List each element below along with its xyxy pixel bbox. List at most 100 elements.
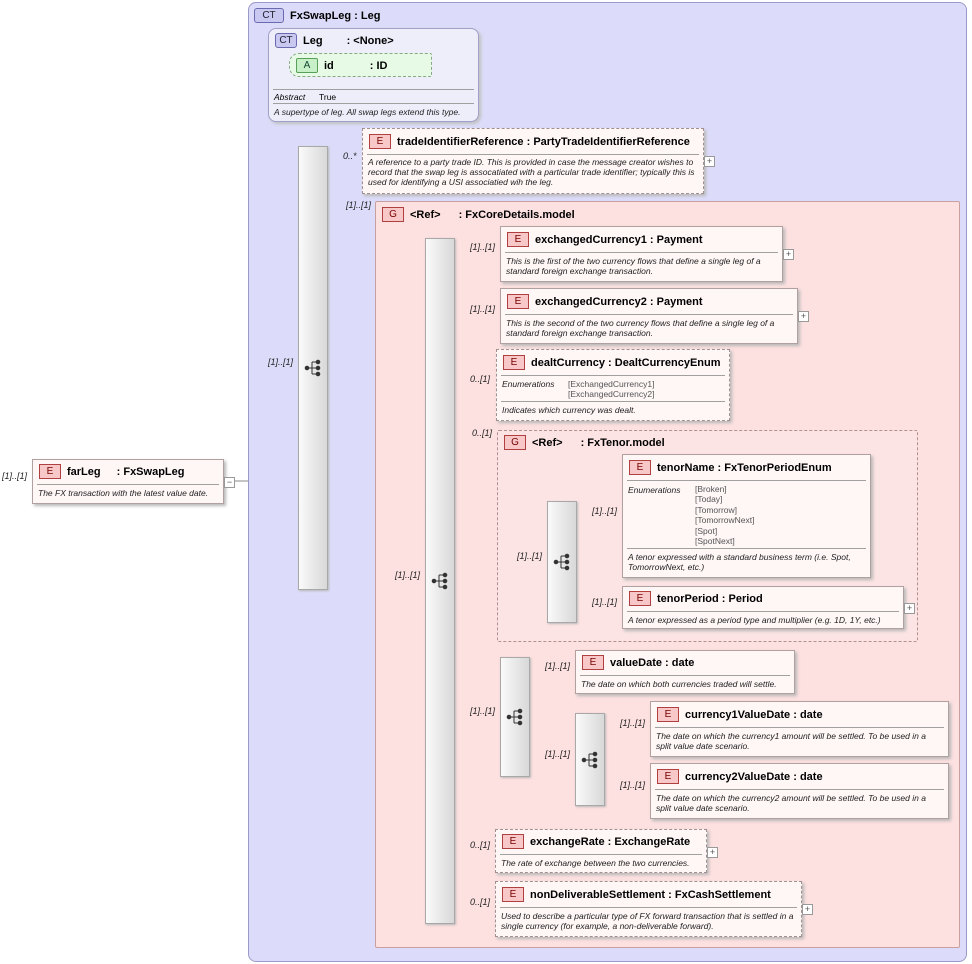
c1vd-cardinality: [1]..[1]	[620, 718, 646, 728]
tenor-name-title: tenorName : FxTenorPeriodEnum	[657, 461, 832, 474]
tenor-name-enum-value: [Broken]	[695, 484, 727, 494]
xrate-doc: The rate of exchange between the two cur…	[501, 858, 690, 868]
nds-title: nonDeliverableSettlement : FxCashSettlem…	[530, 888, 771, 901]
core-type: : FxCoreDetails.model	[458, 208, 575, 221]
tenor-name-enum-value: [Spot]	[695, 526, 718, 536]
ex1-title: exchangedCurrency1 : Payment	[535, 233, 703, 246]
ex2-cardinality: [1]..[1]	[470, 304, 496, 314]
sequence-icon	[304, 359, 321, 377]
leg-name: Leg	[303, 34, 323, 47]
tenor-name-doc: A tenor expressed with a standard busine…	[628, 552, 851, 572]
tenor-period-title: tenorPeriod : Period	[657, 592, 763, 605]
element-icon: E	[369, 134, 391, 149]
element-icon: E	[657, 769, 679, 784]
dealt-enum-value: [ExchangedCurrency1]	[568, 379, 655, 389]
dealt-currency-element[interactable]: E dealtCurrency : DealtCurrencyEnum Enum…	[496, 349, 730, 421]
element-icon: E	[582, 655, 604, 670]
tenor-name-enum-value: [TomorrowNext]	[695, 515, 755, 525]
trade-id-doc: A reference to a party trade ID. This is…	[368, 157, 695, 187]
collapse-toggle[interactable]: −	[224, 477, 235, 488]
attribute-id-type: : ID	[369, 59, 388, 72]
c1vd-doc: The date on which the currency1 amount w…	[656, 731, 926, 751]
trade-id-title: tradeIdentifierReference : PartyTradeIde…	[397, 135, 690, 148]
element-icon: E	[503, 355, 525, 370]
currency2-value-date-element[interactable]: E currency2ValueDate : date The date on …	[650, 763, 949, 819]
value-date-cardinality: [1]..[1]	[545, 661, 571, 671]
xrate-title: exchangeRate : ExchangeRate	[530, 835, 691, 848]
exchanged-currency2-element[interactable]: E exchangedCurrency2 : Payment This is t…	[500, 288, 798, 344]
expand-toggle[interactable]: +	[802, 904, 813, 915]
dealt-doc: Indicates which currency was dealt.	[502, 405, 636, 415]
tenor-choice-cardinality: [1]..[1]	[517, 551, 543, 561]
element-icon: E	[39, 464, 61, 479]
dealt-title: dealtCurrency : DealtCurrencyEnum	[531, 356, 721, 369]
core-seq-cardinality: [1]..[1]	[395, 570, 421, 580]
expand-toggle[interactable]: +	[904, 603, 915, 614]
tenor-period-cardinality: [1]..[1]	[592, 597, 618, 607]
farleg-element[interactable]: E farLeg : FxSwapLeg The FX transaction …	[32, 459, 224, 504]
exchange-rate-element[interactable]: E exchangeRate : ExchangeRate The rate o…	[495, 829, 707, 873]
farleg-name: farLeg	[67, 465, 101, 478]
element-icon: E	[507, 294, 529, 309]
c2vd-cardinality: [1]..[1]	[620, 780, 646, 790]
nds-doc: Used to describe a particular type of FX…	[501, 911, 794, 931]
tenor-choice-compositor[interactable]	[547, 501, 577, 623]
choice-icon	[506, 708, 523, 726]
complex-type-icon: CT	[254, 8, 284, 23]
trade-id-cardinality: 0..*	[343, 151, 357, 161]
exchanged-currency1-element[interactable]: E exchangedCurrency1 : Payment This is t…	[500, 226, 783, 282]
element-icon: E	[502, 887, 524, 902]
sequence-icon	[581, 751, 598, 768]
element-icon: E	[629, 460, 651, 475]
leg-type: : <None>	[346, 34, 394, 47]
c2vd-doc: The date on which the currency2 amount w…	[656, 793, 926, 813]
attribute-id[interactable]: A id : ID	[289, 53, 432, 77]
ex2-title: exchangedCurrency2 : Payment	[535, 295, 703, 308]
farleg-cardinality: [1]..[1]	[2, 471, 28, 481]
dealt-enum-label: Enumerations	[502, 379, 555, 389]
value-date-element[interactable]: E valueDate : date The date on which bot…	[575, 650, 795, 694]
non-deliverable-settlement-element[interactable]: E nonDeliverableSettlement : FxCashSettl…	[495, 881, 802, 937]
leg-doc: A supertype of leg. All swap legs extend…	[274, 107, 461, 117]
ex1-cardinality: [1]..[1]	[470, 242, 496, 252]
dealt-enum-value: [ExchangedCurrency2]	[568, 389, 655, 399]
date-choice-compositor[interactable]	[500, 657, 530, 777]
dealt-cardinality: 0..[1]	[470, 374, 491, 384]
c2vd-title: currency2ValueDate : date	[685, 770, 823, 783]
tenor-group-ref: <Ref>	[532, 436, 563, 449]
tenor-name-enum-value: [Today]	[695, 494, 723, 504]
expand-toggle[interactable]: +	[783, 249, 794, 260]
split-seq-cardinality: [1]..[1]	[545, 749, 571, 759]
tenor-name-cardinality: [1]..[1]	[592, 506, 618, 516]
group-icon: G	[504, 435, 526, 450]
trade-identifier-reference-element[interactable]: E tradeIdentifierReference : PartyTradeI…	[362, 128, 704, 194]
expand-toggle[interactable]: +	[704, 156, 715, 167]
expand-toggle[interactable]: +	[798, 311, 809, 322]
core-ref: <Ref>	[410, 208, 441, 221]
farleg-doc: The FX transaction with the latest value…	[38, 488, 209, 498]
abstract-value: True	[319, 92, 337, 102]
value-date-title: valueDate : date	[610, 656, 695, 669]
tenor-name-enum-label: Enumerations	[628, 485, 681, 495]
core-sequence-compositor[interactable]	[425, 238, 455, 924]
tenor-group-cardinality: 0..[1]	[472, 428, 493, 438]
outer-sequence-compositor[interactable]	[298, 146, 328, 590]
attribute-id-name: id	[324, 59, 334, 72]
tenor-name-element[interactable]: E tenorName : FxTenorPeriodEnum Enumerat…	[622, 454, 871, 578]
ex2-doc: This is the second of the two currency f…	[506, 318, 775, 338]
group-icon: G	[382, 207, 404, 222]
element-icon: E	[657, 707, 679, 722]
currency1-value-date-element[interactable]: E currency1ValueDate : date The date on …	[650, 701, 949, 757]
date-choice-cardinality: [1]..[1]	[470, 706, 496, 716]
complex-type-icon: CT	[275, 33, 297, 48]
leg-base-type-box[interactable]: CT Leg : <None> A id : ID Abstract True …	[268, 28, 479, 122]
expand-toggle[interactable]: +	[707, 847, 718, 858]
ex1-doc: This is the first of the two currency fl…	[506, 256, 761, 276]
tenor-period-element[interactable]: E tenorPeriod : Period A tenor expressed…	[622, 586, 904, 629]
attribute-icon: A	[296, 58, 318, 73]
tenor-name-enum-value: [Tomorrow]	[695, 505, 738, 515]
fxswapleg-title[interactable]: FxSwapLeg : Leg	[290, 9, 381, 22]
nds-cardinality: 0..[1]	[470, 897, 491, 907]
element-icon: E	[629, 591, 651, 606]
split-date-sequence-compositor[interactable]	[575, 713, 605, 806]
